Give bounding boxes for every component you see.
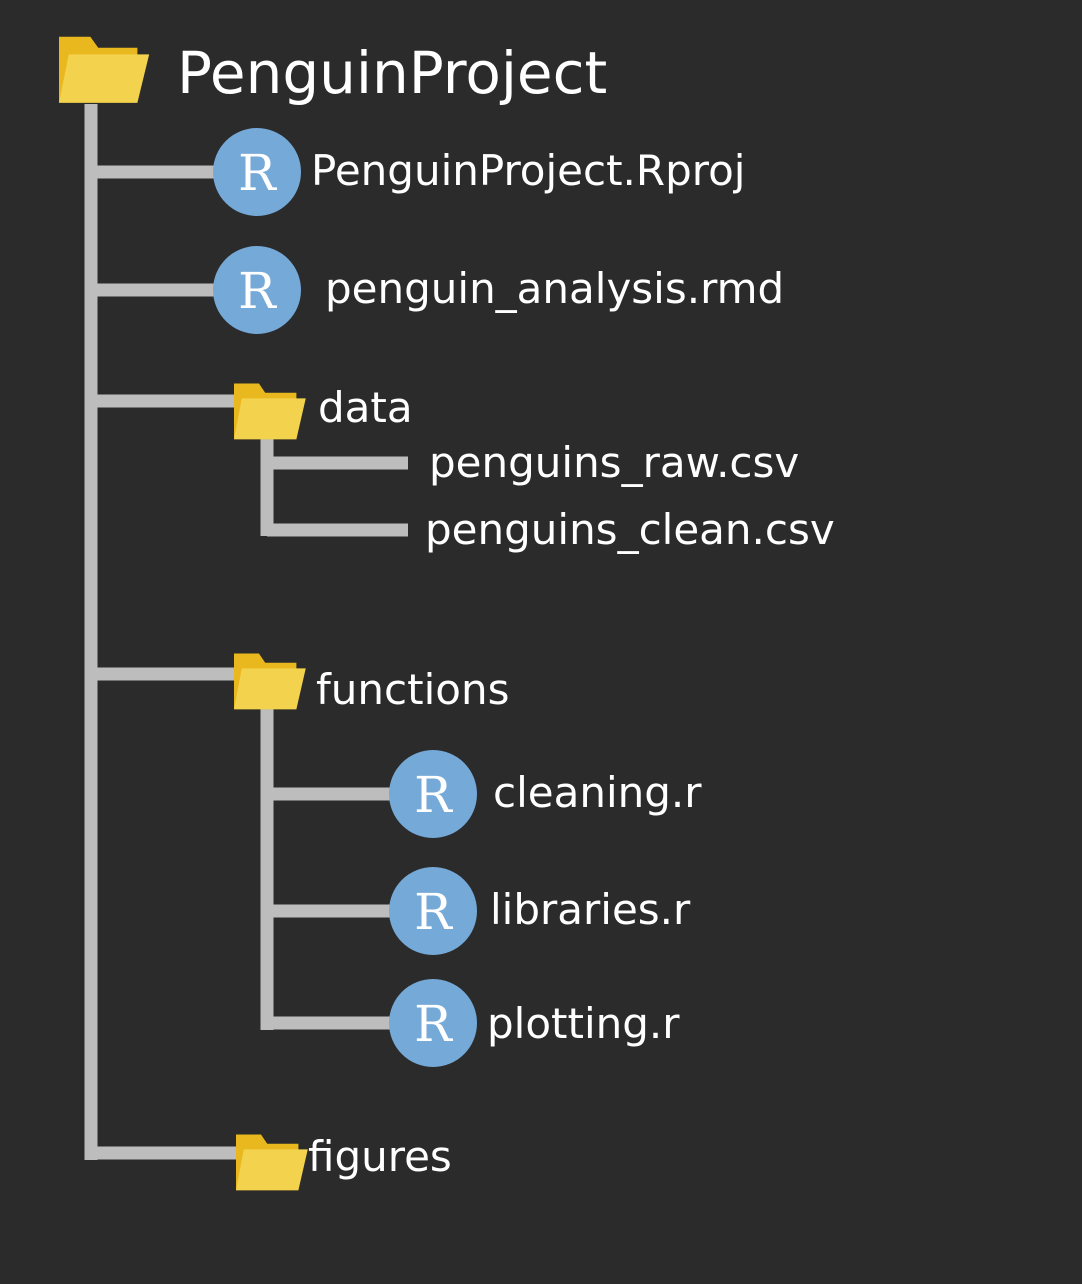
svg-text:R: R	[414, 995, 453, 1053]
r-icon: R	[213, 246, 301, 334]
folder-icon	[234, 653, 306, 710]
svg-text:R: R	[238, 144, 277, 202]
svg-text:R: R	[414, 883, 453, 941]
folder-label-functions: functions	[316, 665, 510, 714]
folder-icon	[234, 383, 306, 440]
folder-label-figures: figures	[308, 1132, 452, 1181]
folder-icon	[236, 1134, 308, 1191]
file-label-rproj: PenguinProject.Rproj	[311, 146, 746, 195]
folder-label-data: data	[318, 383, 413, 432]
svg-text:R: R	[414, 766, 453, 824]
file-label-penguins-raw: penguins_raw.csv	[429, 438, 800, 487]
file-label-rmd: penguin_analysis.rmd	[325, 264, 785, 313]
r-icon: R	[213, 128, 301, 216]
folder-icon	[59, 36, 150, 103]
file-label-libraries: libraries.r	[490, 885, 691, 934]
connector-lines	[84, 104, 408, 1160]
r-icon: R	[389, 867, 477, 955]
file-label-cleaning: cleaning.r	[493, 768, 702, 817]
svg-text:R: R	[238, 262, 277, 320]
r-icon: R	[389, 750, 477, 838]
root-folder-label: PenguinProject	[177, 39, 608, 107]
r-icon: R	[389, 979, 477, 1067]
file-label-penguins-clean: penguins_clean.csv	[425, 505, 835, 554]
file-label-plotting: plotting.r	[487, 999, 680, 1048]
